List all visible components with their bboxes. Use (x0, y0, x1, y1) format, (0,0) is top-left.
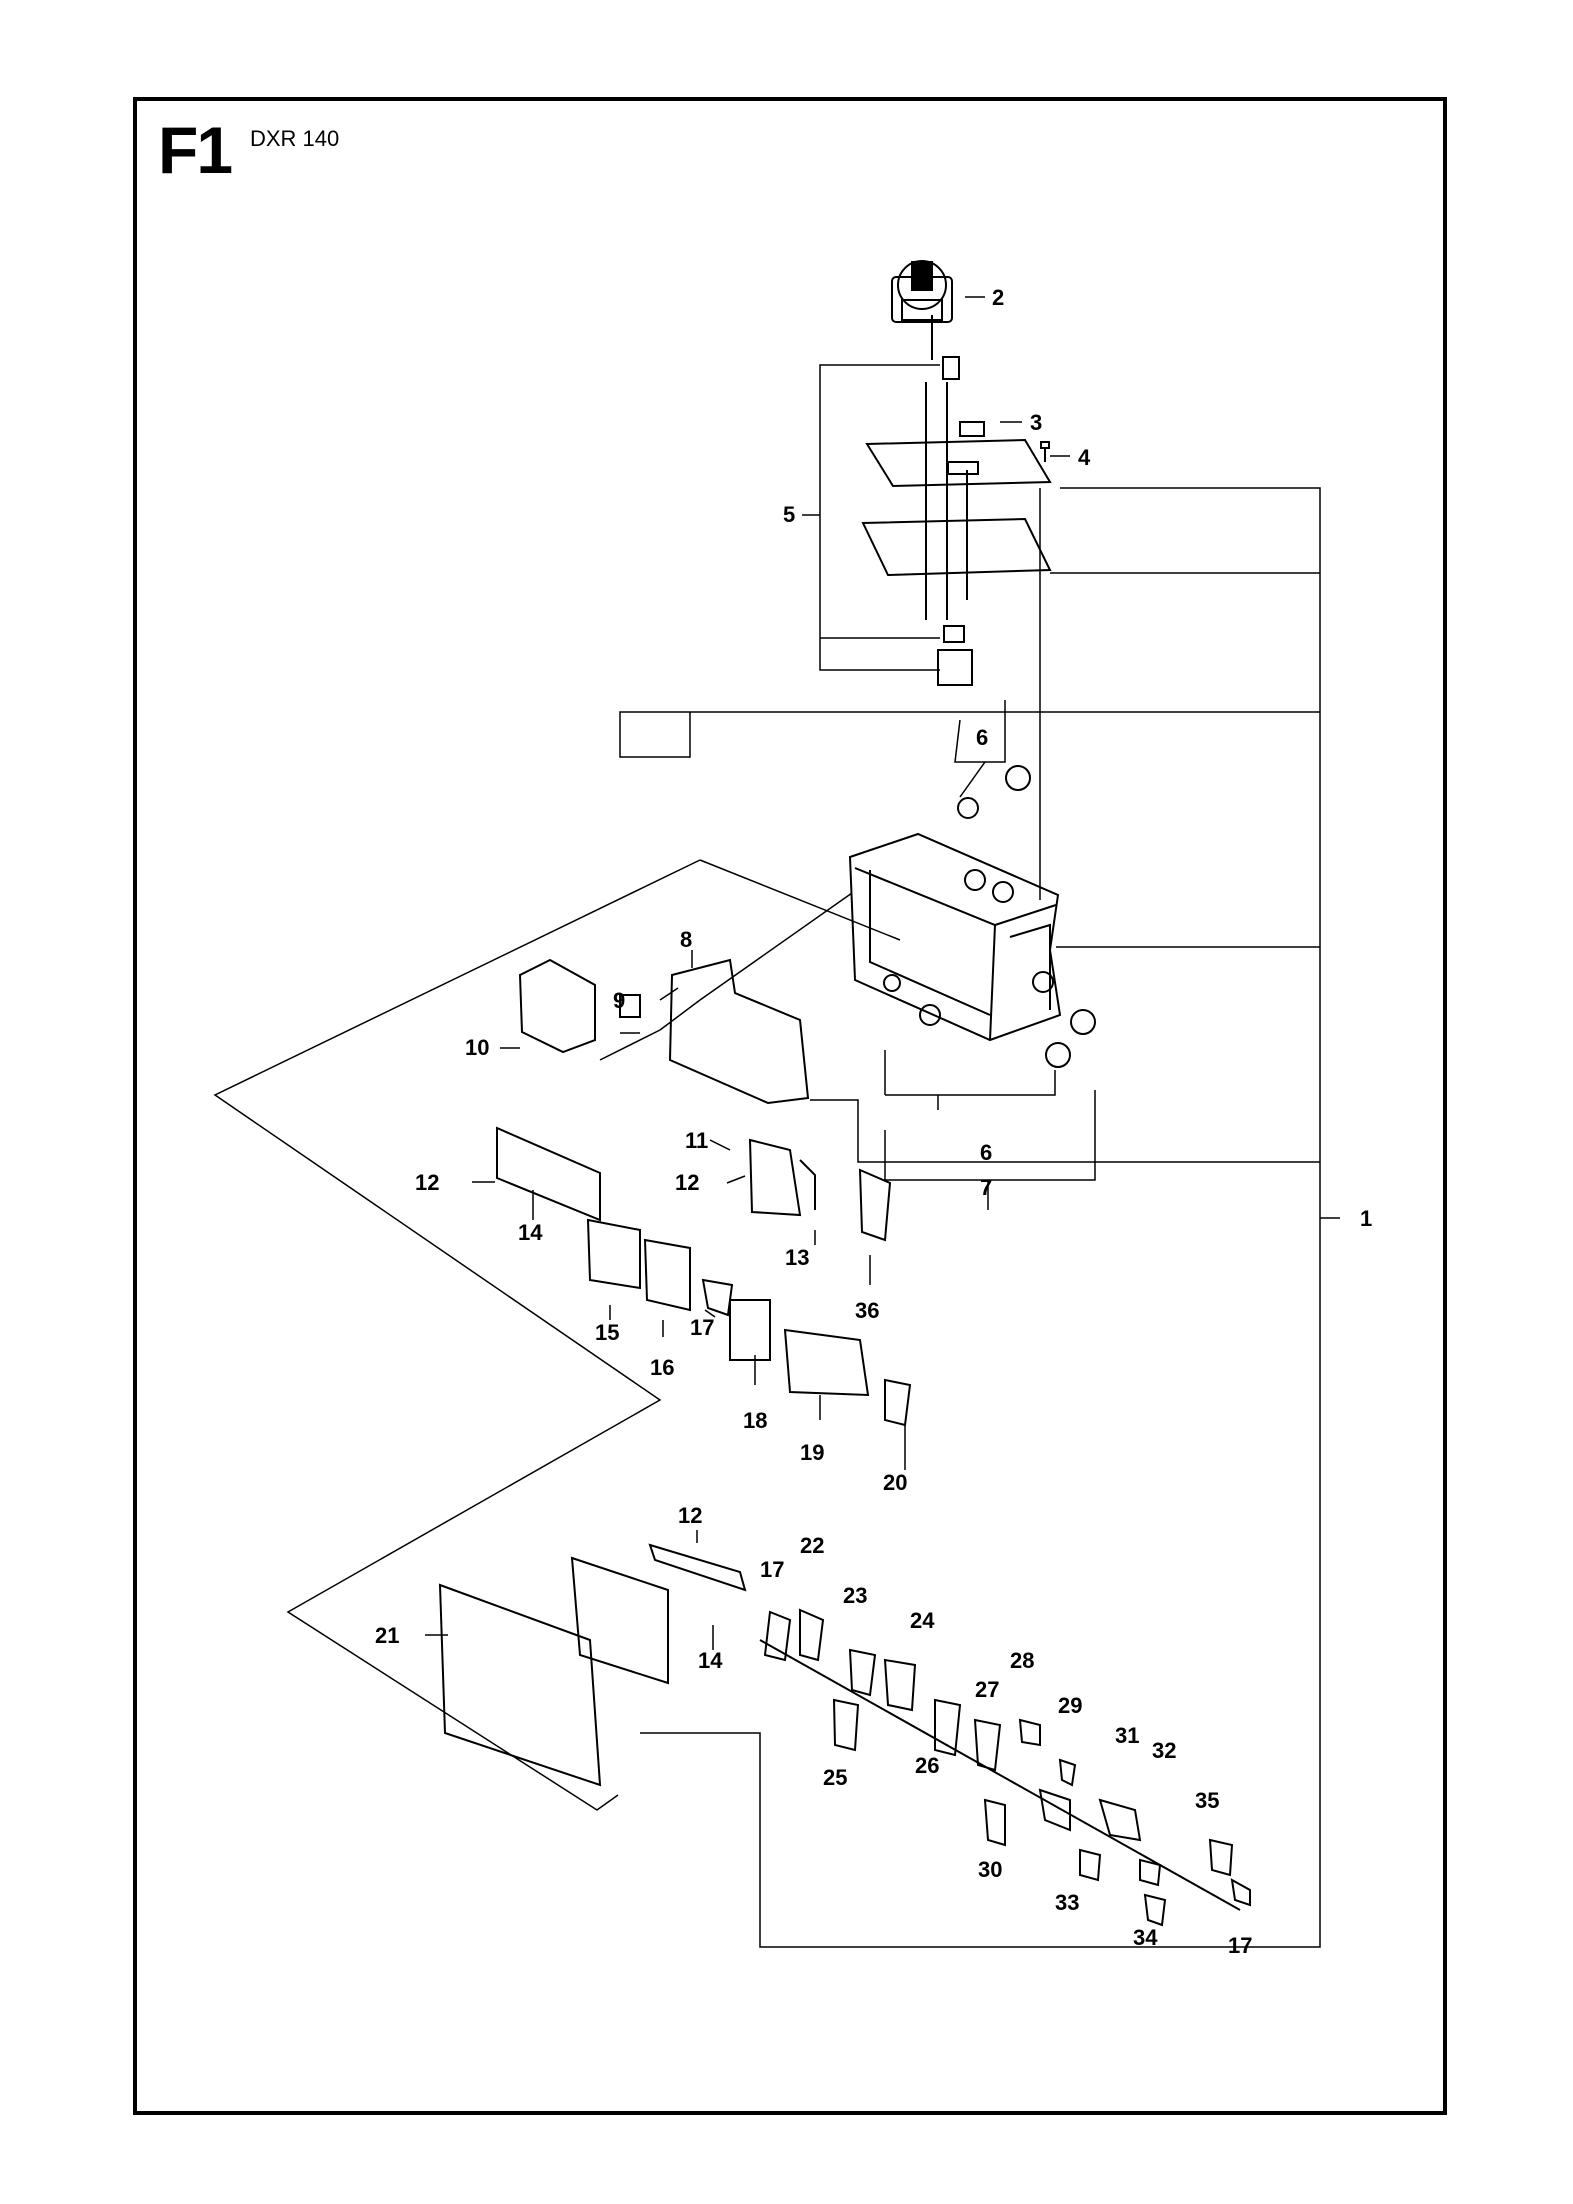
callout-27: 27 (975, 1677, 999, 1702)
callout-31: 31 (1115, 1723, 1139, 1748)
callout-33: 33 (1055, 1890, 1079, 1915)
callout-12-c: 12 (678, 1503, 702, 1528)
callout-17-b: 17 (760, 1557, 784, 1582)
callout-20: 20 (883, 1470, 907, 1495)
panel-plates (861, 382, 1052, 686)
bracket-1 (640, 487, 1321, 1948)
callout-26: 26 (915, 1753, 939, 1778)
callout-36: 36 (855, 1298, 879, 1323)
callout-19: 19 (800, 1440, 824, 1465)
callout-13: 13 (785, 1245, 809, 1270)
callout-11: 11 (685, 1128, 708, 1153)
callout-10: 10 (465, 1035, 489, 1060)
callout-30: 30 (978, 1857, 1002, 1882)
callout-6-bottom: 6 (980, 1140, 992, 1165)
callout-21: 21 (375, 1623, 399, 1648)
callout-12-a: 12 (675, 1170, 699, 1195)
callout-5: 5 (783, 502, 795, 527)
callout-28: 28 (1010, 1648, 1034, 1673)
mounting-plane-outline (213, 859, 701, 1811)
callout-32: 32 (1152, 1738, 1176, 1763)
page-frame (133, 97, 1447, 2115)
callout-18: 18 (743, 1408, 767, 1433)
enclosure-box-part (848, 765, 1096, 1068)
bracket-5 (819, 364, 940, 671)
callout-7: 7 (980, 1175, 992, 1200)
callout-6-top: 6 (976, 725, 988, 750)
callout-14-a: 14 (518, 1220, 543, 1245)
callout-14-b: 14 (698, 1648, 723, 1673)
callout-labels: 1 2 3 4 5 6 6 7 8 9 10 11 12 12 12 13 14… (375, 285, 1372, 1958)
callout-8: 8 (680, 927, 692, 952)
callout-12-b: 12 (415, 1170, 439, 1195)
callout-22: 22 (800, 1533, 824, 1558)
backplate-part (496, 958, 912, 1427)
callout-17-c: 17 (1228, 1933, 1252, 1958)
section-code: F1 (158, 113, 233, 187)
callout-17-a: 17 (690, 1315, 714, 1340)
callout-16: 16 (650, 1355, 674, 1380)
callout-23: 23 (843, 1583, 867, 1608)
callout-1: 1 (1360, 1206, 1372, 1231)
callout-25: 25 (823, 1765, 847, 1790)
callout-2: 2 (992, 285, 1004, 310)
callout-34: 34 (1133, 1925, 1158, 1950)
door-panel-part (438, 1543, 1251, 1927)
main-switch-part (891, 260, 960, 380)
callout-35: 35 (1195, 1788, 1219, 1813)
callout-29: 29 (1058, 1693, 1082, 1718)
callout-4: 4 (1078, 445, 1091, 470)
callout-3: 3 (1030, 410, 1042, 435)
model-name: DXR 140 (250, 126, 340, 151)
callout-15: 15 (595, 1320, 619, 1345)
screw-part (1040, 441, 1050, 462)
callout-24: 24 (910, 1608, 935, 1633)
callout-9: 9 (613, 988, 625, 1013)
